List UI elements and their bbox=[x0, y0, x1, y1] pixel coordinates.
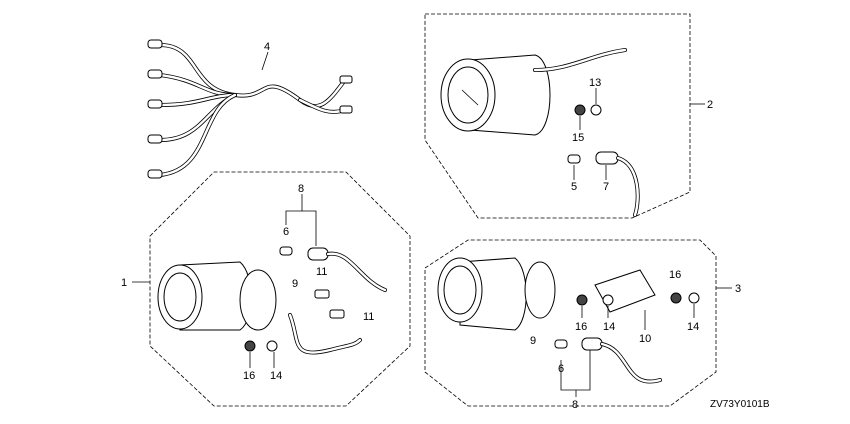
callout-2: 2 bbox=[707, 99, 713, 111]
callout-14: 14 bbox=[687, 321, 699, 333]
callout-7: 7 bbox=[603, 181, 609, 193]
callout-11: 11 bbox=[316, 266, 327, 278]
gauge-group-1 bbox=[157, 246, 387, 355]
wire-harness bbox=[147, 39, 353, 179]
callout-8: 8 bbox=[572, 399, 578, 411]
callout-14: 14 bbox=[270, 370, 282, 382]
callout-15: 15 bbox=[572, 132, 584, 144]
callout-5: 5 bbox=[571, 181, 577, 193]
callout-14: 14 bbox=[603, 321, 615, 333]
group-2-outline bbox=[424, 13, 691, 219]
callout-13: 13 bbox=[589, 77, 601, 89]
callout-9: 9 bbox=[530, 335, 536, 347]
callout-4: 4 bbox=[264, 41, 270, 53]
callout-16: 16 bbox=[669, 269, 681, 281]
callout-6: 6 bbox=[283, 226, 289, 238]
gauge-group-3 bbox=[437, 257, 700, 384]
group-1-outline bbox=[149, 171, 411, 407]
callout-11: 11 bbox=[363, 311, 374, 323]
group-3-outline bbox=[424, 239, 717, 407]
leader-lines bbox=[132, 51, 732, 397]
callout-16: 16 bbox=[575, 321, 587, 333]
gauge-group-2 bbox=[440, 48, 640, 217]
callout-3: 3 bbox=[735, 283, 741, 295]
callout-6: 6 bbox=[558, 363, 564, 375]
callout-10: 10 bbox=[639, 333, 651, 345]
callout-8: 8 bbox=[298, 183, 304, 195]
callout-16: 16 bbox=[243, 370, 255, 382]
callout-9: 9 bbox=[292, 278, 298, 290]
diagram-code: ZV73Y0101B bbox=[710, 399, 770, 410]
callout-1: 1 bbox=[121, 277, 127, 289]
